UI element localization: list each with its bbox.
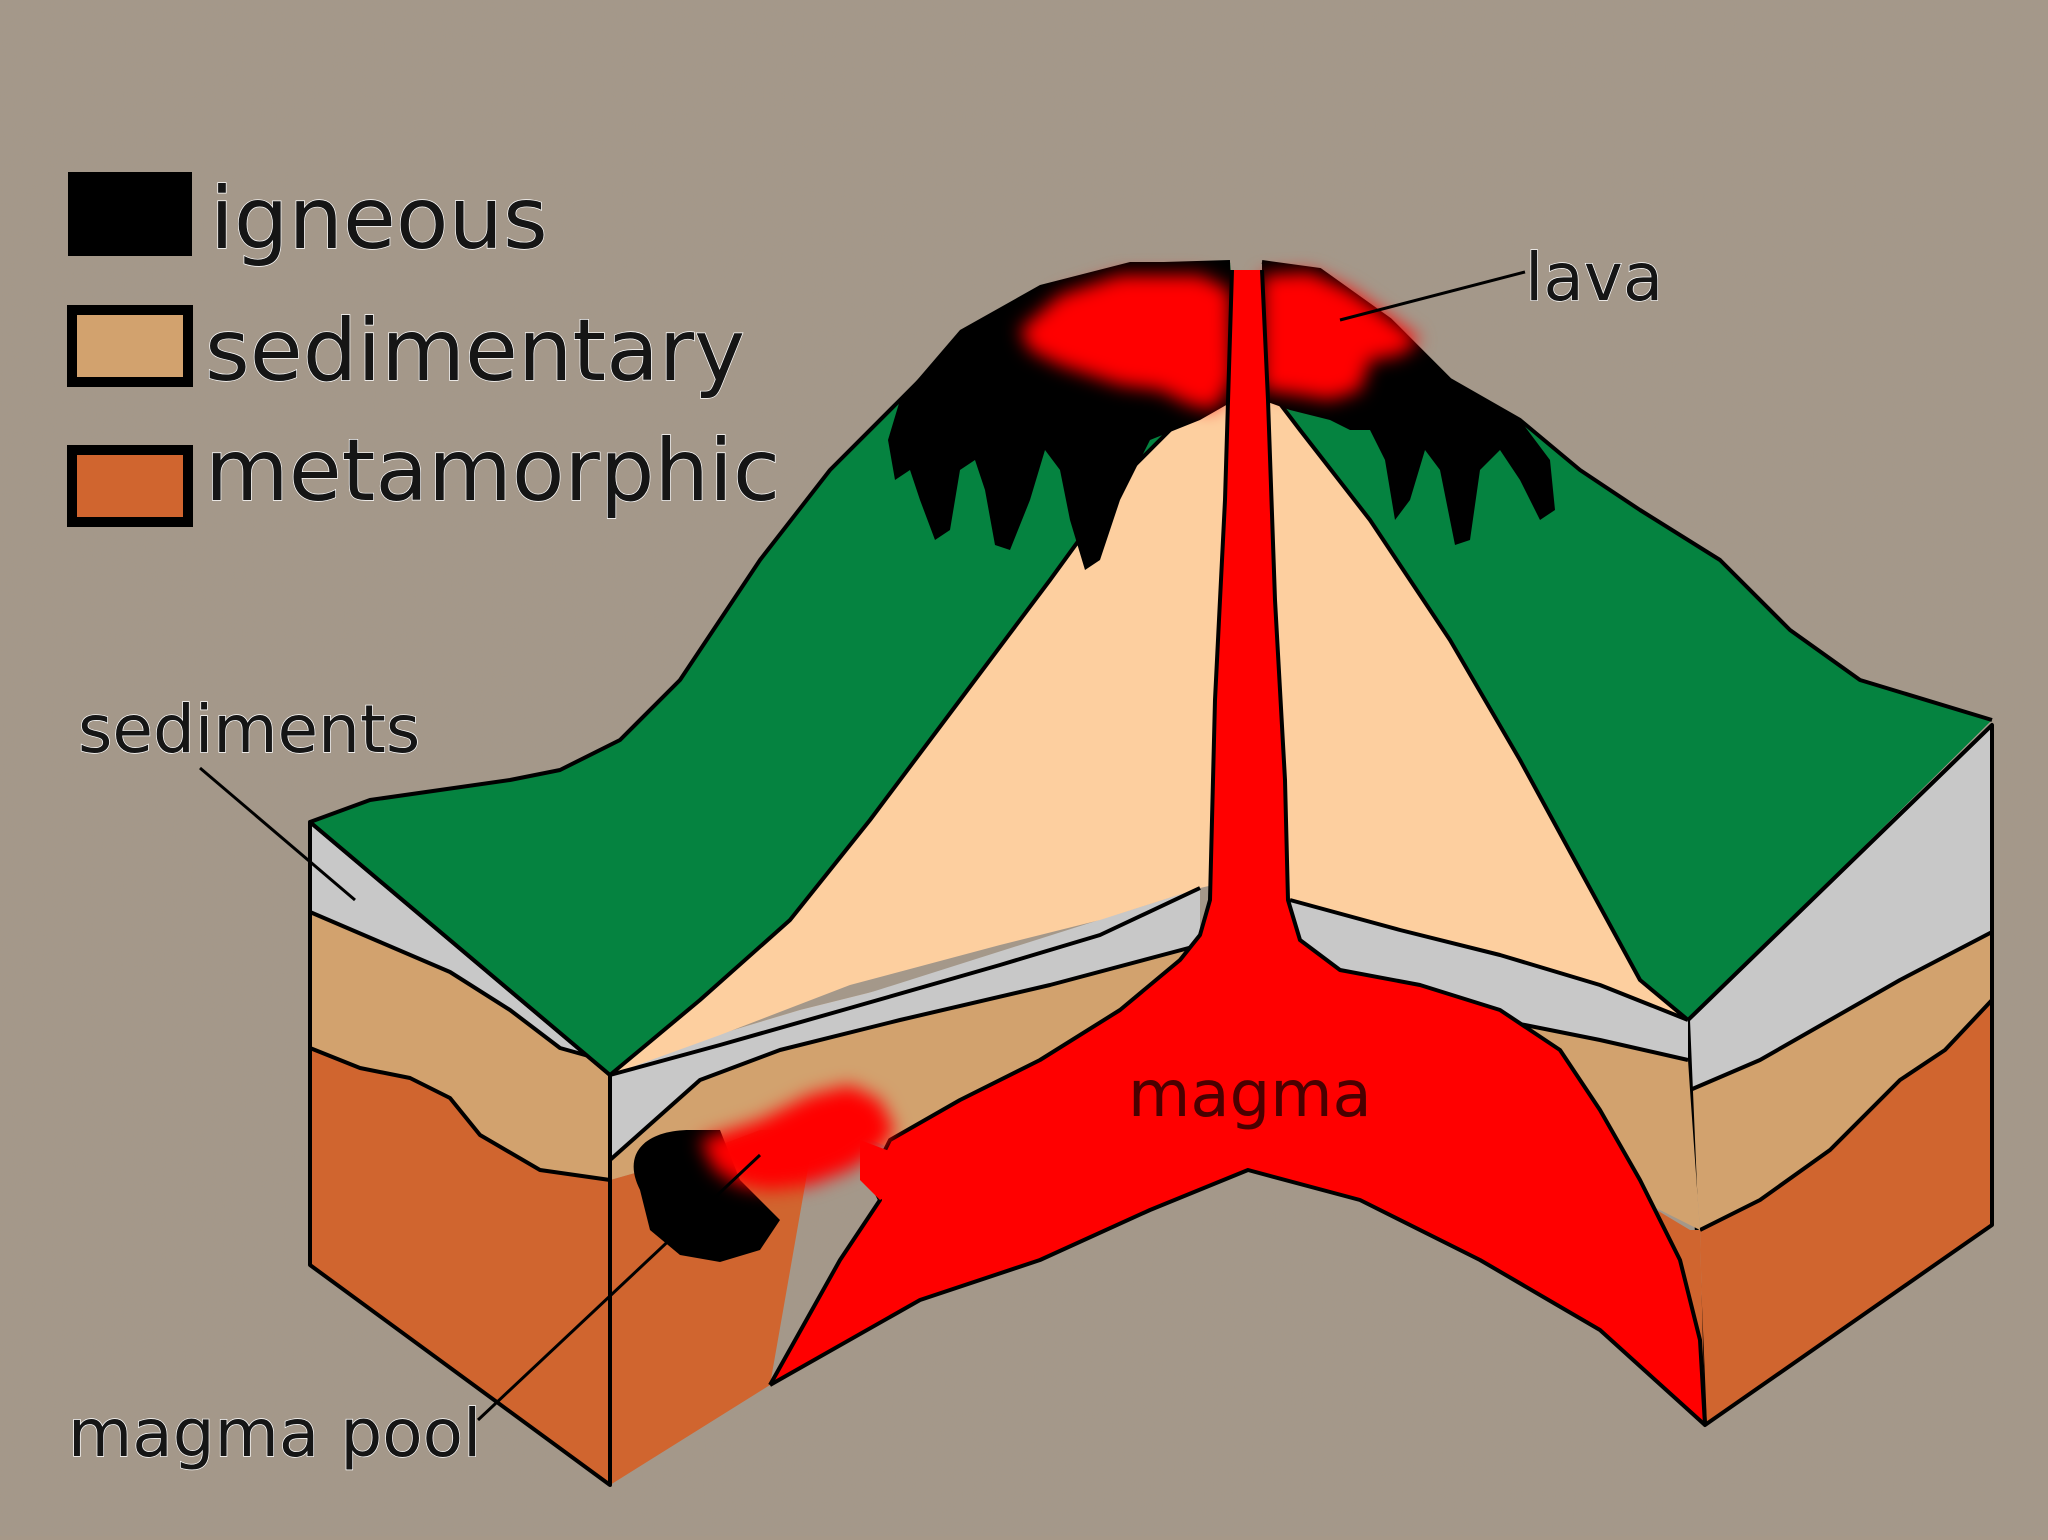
magma-label: magma [1128,1058,1372,1132]
right-lava [1262,272,1420,400]
legend-label-sedimentary: sedimentary [205,301,745,401]
lava-flows [1020,272,1420,410]
legend-swatch-metamorphic [67,445,193,527]
legend-label-igneous: igneous [210,169,548,269]
left-cut-sediments-band [610,888,1200,1160]
left-lava [1020,275,1232,410]
legend-swatch-sedimentary [67,305,193,387]
lava-label: lava [1525,239,1663,316]
legend: igneous sedimentary metamorphic [67,168,781,527]
sediments-leader-line [199,766,356,902]
right-cone-interior [1262,380,1688,1020]
sediments-label: sediments [78,691,420,768]
magma-pool-label: magma pool [68,1395,481,1472]
right-front-sedimentary [1690,932,1992,1230]
right-cut-sediments [1290,900,1688,1060]
lava-leader-line [1339,270,1526,322]
magma-pool-igneous [633,1130,780,1262]
right-front-metamorphic [1700,1000,1992,1425]
right-front-sediments [1688,725,1992,1090]
legend-swatch-igneous [68,172,192,256]
magma-chamber [770,270,1705,1425]
magma-pool-feeder [860,1140,905,1200]
left-front-metamorphic [310,1048,610,1485]
magma-pool-leader-line [476,1153,762,1422]
right-block-front [1686,723,1994,1427]
legend-label-metamorphic: metamorphic [205,421,780,521]
left-front-sedimentary [310,912,610,1180]
